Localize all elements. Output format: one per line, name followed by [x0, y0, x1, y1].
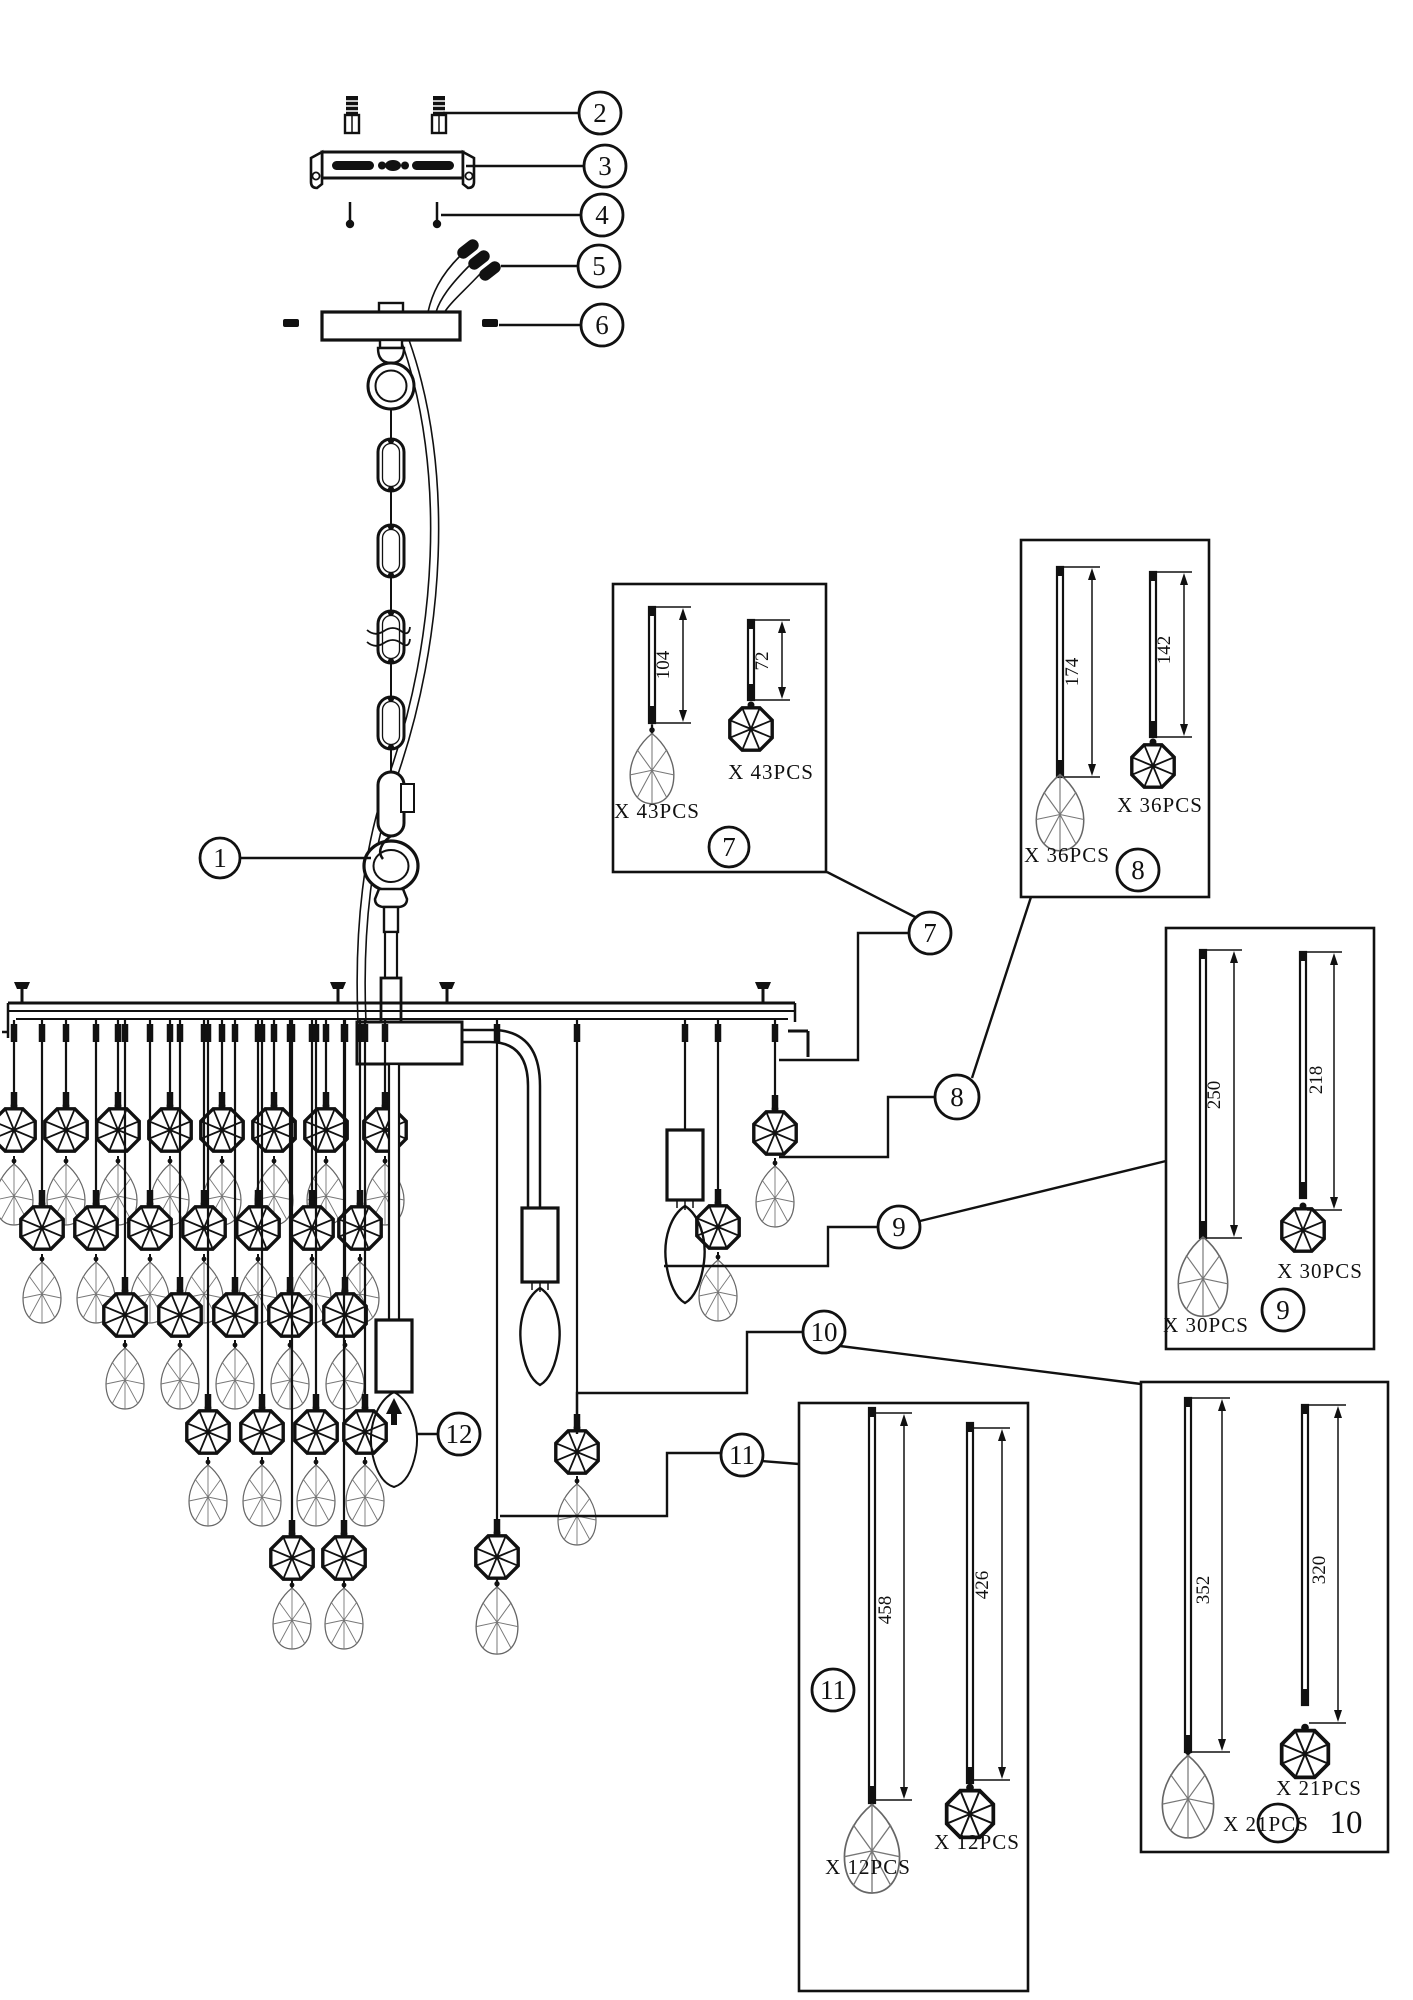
center-hub — [355, 1020, 464, 1066]
callout-11-label: 11 — [729, 1440, 755, 1470]
dim-458: 458 — [875, 1596, 896, 1625]
dim-250: 250 — [1204, 1081, 1225, 1110]
callout-7: 7 — [907, 910, 953, 956]
callout-4-label: 4 — [595, 200, 609, 230]
crystal-strands — [0, 1020, 798, 1656]
count-teardrop-21: X 21PCS — [1223, 1812, 1309, 1836]
callout-circles: 1 2 3 4 5 6 7 8 9 10 11 12 — [198, 90, 981, 1478]
callout-2: 2 — [577, 90, 623, 136]
box-9-number: 9 — [1276, 1295, 1290, 1325]
chandelier-frame-rail — [2, 982, 810, 1066]
box-10-number: 10 — [1330, 1805, 1363, 1841]
dim-72: 72 — [752, 652, 773, 671]
callout-4: 4 — [579, 192, 625, 238]
wall-anchors-part2 — [343, 96, 448, 135]
count-octagon-21: X 21PCS — [1276, 1776, 1362, 1800]
box-10-circle — [1256, 1802, 1300, 1844]
callout-9-label: 9 — [892, 1212, 906, 1242]
callout-9: 9 — [876, 1204, 922, 1250]
callout-1: 1 — [198, 836, 242, 880]
callout-8-label: 8 — [950, 1082, 964, 1112]
count-teardrop-43: X 43PCS — [614, 799, 700, 823]
ceiling-canopy-part6 — [283, 301, 498, 342]
count-octagon-30: X 30PCS — [1277, 1259, 1363, 1283]
count-teardrop-36: X 36PCS — [1024, 843, 1110, 867]
suspension-chain — [356, 338, 440, 1023]
wire-connector-part5 — [427, 239, 501, 314]
box-7-number: 7 — [722, 832, 736, 862]
detail-box-11: 458 X 12PCS 426 X 12PCS 11 — [797, 1401, 1030, 1993]
callout-12-label: 12 — [446, 1419, 473, 1449]
dim-320: 320 — [1309, 1556, 1330, 1585]
callout-6: 6 — [579, 302, 625, 348]
callout-3-label: 3 — [598, 151, 612, 181]
candle-bulb — [519, 1286, 561, 1387]
box-11-number: 11 — [820, 1675, 846, 1705]
count-teardrop-12: X 12PCS — [825, 1855, 911, 1879]
callout-10-label: 10 — [811, 1317, 838, 1347]
callout-8: 8 — [933, 1073, 981, 1121]
callout-6-label: 6 — [595, 310, 609, 340]
callout-11: 11 — [719, 1432, 765, 1478]
center-bulb-part12 — [370, 1062, 418, 1489]
detail-box-8: 174 X 36PCS 142 X 36PCS 8 — [1019, 538, 1211, 899]
count-teardrop-30: X 30PCS — [1163, 1313, 1249, 1337]
count-octagon-12: X 12PCS — [934, 1830, 1020, 1854]
leader-lines — [240, 111, 1167, 1518]
callout-5: 5 — [576, 243, 622, 289]
candle-bulb — [664, 1204, 706, 1305]
lamp-arm-straight — [664, 1020, 706, 1305]
box-8-number: 8 — [1131, 855, 1145, 885]
callout-3: 3 — [582, 143, 628, 189]
dim-104: 104 — [653, 650, 674, 679]
detail-box-10: 352 X 21PCS 320 X 21PCS 10 — [1139, 1380, 1390, 1854]
mounting-screws-part4 — [345, 202, 442, 229]
dim-426: 426 — [972, 1571, 993, 1600]
dim-142: 142 — [1154, 636, 1175, 665]
count-octagon-43: X 43PCS — [728, 760, 814, 784]
rail-finial-bolts — [14, 982, 771, 1003]
detail-box-9: 250 X 30PCS 218 X 30PCS 9 — [1163, 926, 1376, 1351]
callout-1-label: 1 — [213, 843, 227, 873]
callout-5-label: 5 — [592, 251, 606, 281]
callout-10: 10 — [801, 1309, 847, 1355]
callout-7-label: 7 — [923, 918, 937, 948]
bulb-outline — [370, 1390, 418, 1489]
callout-12: 12 — [436, 1411, 482, 1457]
hook-assembly-part1 — [362, 749, 420, 1026]
count-octagon-36: X 36PCS — [1117, 793, 1203, 817]
mounting-bracket-part3 — [309, 149, 476, 190]
dim-218: 218 — [1306, 1066, 1327, 1095]
callout-2-label: 2 — [593, 98, 607, 128]
dim-174: 174 — [1062, 657, 1083, 686]
dim-352: 352 — [1193, 1576, 1214, 1605]
detail-box-7: 104 X 43PCS 72 X 43PCS 7 — [611, 582, 828, 874]
lamp-arm-curved — [462, 1028, 561, 1387]
